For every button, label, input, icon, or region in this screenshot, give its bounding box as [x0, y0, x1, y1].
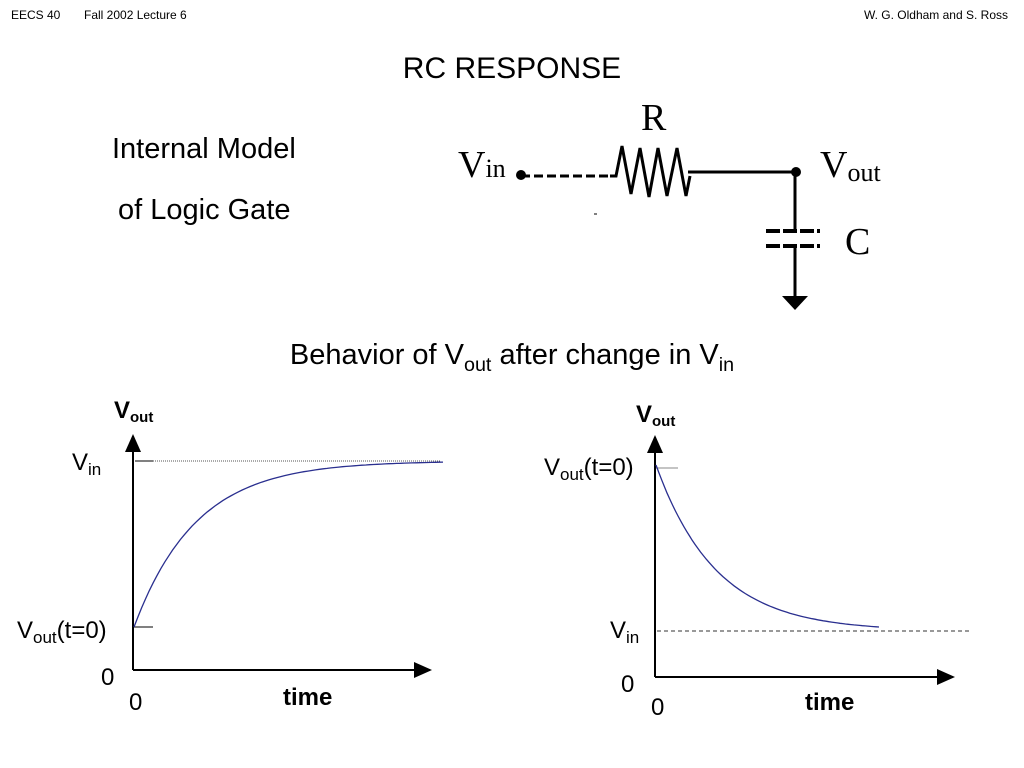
- left-origin-y: 0: [101, 664, 115, 691]
- resistor-symbol: [610, 145, 692, 198]
- right-origin-x: 0: [651, 694, 665, 721]
- vin-terminal: [516, 170, 526, 180]
- vin-label: Vin: [458, 144, 506, 186]
- right-vout0-label: Vout(t=0): [544, 454, 634, 484]
- capacitor-label: C: [845, 221, 871, 263]
- model-line-1: Internal Model: [112, 133, 296, 165]
- right-x-axis-label: time: [805, 689, 855, 716]
- behavior-heading: Behavior of Vout after change in Vin: [289, 339, 735, 376]
- lecture-label: Fall 2002 Lecture 6: [84, 8, 187, 22]
- right-y-axis-label: Vout: [636, 401, 676, 430]
- left-x-axis-label: time: [283, 684, 333, 711]
- authors: W. G. Oldham and S. Ross: [863, 8, 1008, 22]
- left-vout0-label: Vout(t=0): [17, 617, 107, 647]
- right-decaying-curve: [655, 464, 880, 628]
- graph-right: [647, 435, 970, 685]
- course-code: EECS 40: [11, 8, 61, 22]
- slide-title: RC RESPONSE: [402, 52, 622, 85]
- left-origin-x: 0: [129, 689, 143, 716]
- right-origin-y: 0: [621, 671, 635, 698]
- ground-symbol: [782, 296, 808, 310]
- graph-left: [125, 434, 444, 678]
- model-line-2: of Logic Gate: [118, 194, 291, 226]
- left-vin-label: Vin: [72, 449, 102, 479]
- vout-label: Vout: [820, 144, 881, 187]
- right-vin-label: Vin: [610, 617, 640, 647]
- left-rising-curve: [133, 461, 444, 628]
- resistor-label: R: [641, 97, 667, 139]
- left-y-axis-label: Vout: [114, 397, 154, 426]
